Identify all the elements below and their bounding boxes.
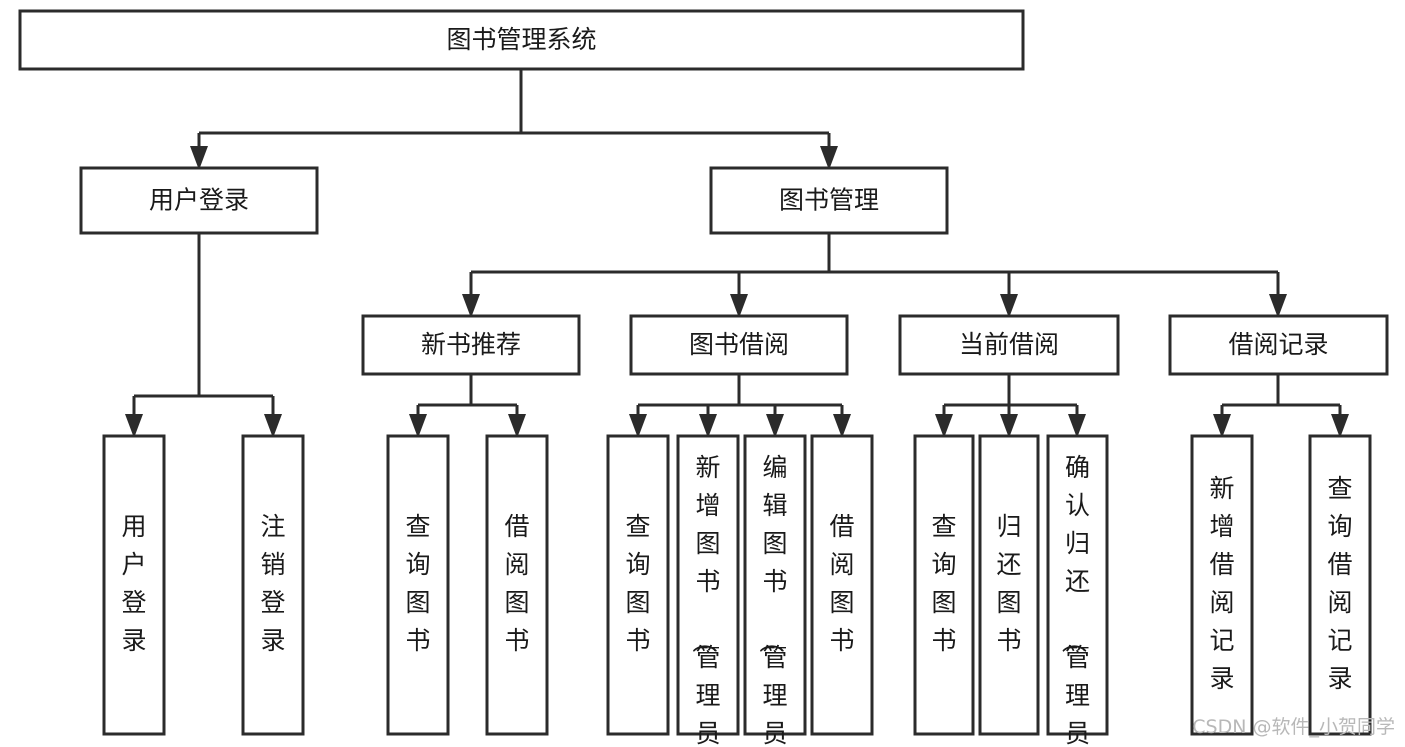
leaf-box[interactable] (810, 434, 874, 736)
arrow-head-icon (629, 414, 647, 438)
leaf-box[interactable] (102, 434, 166, 736)
arrow-head-icon (935, 414, 953, 438)
leaf-新增图书-管理员[interactable]: 新增图书（管理员） (676, 434, 740, 747)
leaf-box[interactable] (1190, 434, 1254, 736)
leaf-box[interactable] (1308, 434, 1372, 736)
node-label: 用户登录 (149, 186, 249, 215)
leaf-新增借阅记录[interactable]: 新增借阅记录 (1190, 434, 1254, 736)
arrow-head-icon (1000, 294, 1018, 318)
node-level3-图书借阅[interactable]: 图书借阅 (629, 314, 849, 376)
leaf-查询借阅记录[interactable]: 查询借阅记录 (1308, 434, 1372, 736)
leaf-box[interactable] (676, 434, 740, 736)
leaf-box[interactable] (978, 434, 1040, 736)
leaf-label: 新增借阅记录 (1209, 474, 1234, 693)
leaf-用户登录[interactable]: 用户登录 (102, 434, 166, 736)
node-box[interactable] (361, 314, 581, 376)
node-level3-当前借阅[interactable]: 当前借阅 (898, 314, 1120, 376)
node-label: 当前借阅 (959, 330, 1059, 359)
leaf-label: 查询图书 (931, 512, 956, 655)
arrow-head-icon (766, 414, 784, 438)
leaf-归还图书[interactable]: 归还图书 (978, 434, 1040, 736)
arrow-head-icon (264, 414, 282, 438)
node-label: 图书借阅 (689, 330, 789, 359)
leaf-查询图书[interactable]: 查询图书 (606, 434, 670, 736)
leaf-box[interactable] (1046, 434, 1109, 736)
leaf-注销登录[interactable]: 注销登录 (241, 434, 305, 736)
connector-group-current-to-leaves (935, 374, 1086, 438)
node-level2-用户登录[interactable]: 用户登录 (79, 166, 319, 235)
arrow-head-icon (730, 294, 748, 318)
connector-group-root-to-level2 (190, 69, 838, 170)
leaf-借阅图书[interactable]: 借阅图书 (810, 434, 874, 736)
arrow-head-icon (190, 146, 208, 170)
arrow-head-icon (699, 414, 717, 438)
node-box[interactable] (18, 9, 1025, 71)
node-label: 借阅记录 (1228, 330, 1328, 359)
leaf-label: 借阅图书 (829, 512, 854, 655)
leaf-box[interactable] (606, 434, 670, 736)
leaf-label: 查询借阅记录 (1327, 474, 1352, 693)
arrow-head-icon (1000, 414, 1018, 438)
node-level2-图书管理[interactable]: 图书管理 (709, 166, 949, 235)
leaf-查询图书[interactable]: 查询图书 (386, 434, 450, 736)
node-root-图书管理系统[interactable]: 图书管理系统 (18, 9, 1025, 71)
arrow-head-icon (1269, 294, 1287, 318)
csdn-watermark: CSDN @软件_小贺同学 (1192, 716, 1395, 738)
leaf-确认归还-管理员[interactable]: 确认归还（管理员） (1046, 434, 1109, 747)
arrow-head-icon (125, 414, 143, 438)
leaf-box[interactable] (485, 434, 549, 736)
arrow-head-icon (833, 414, 851, 438)
arrow-head-icon (1213, 414, 1231, 438)
leaf-label: 查询图书 (405, 512, 430, 655)
leaf-box[interactable] (913, 434, 975, 736)
node-box[interactable] (1168, 314, 1389, 376)
leaf-label: 借阅图书 (504, 512, 529, 655)
leaf-label: 新增图书（管理员） (689, 453, 720, 747)
leaf-label: 用户登录 (121, 512, 146, 655)
node-level3-新书推荐[interactable]: 新书推荐 (361, 314, 581, 376)
node-box[interactable] (898, 314, 1120, 376)
node-label: 新书推荐 (421, 330, 521, 359)
arrow-head-icon (508, 414, 526, 438)
connector-group-record-to-leaves (1213, 374, 1349, 438)
leaf-label: 确认归还（管理员） (1059, 453, 1090, 747)
connector-layer (125, 69, 1349, 438)
connector-group-newbook-to-leaves (409, 374, 526, 438)
node-label: 图书管理 (779, 186, 879, 215)
leaf-label: 编辑图书（管理员） (756, 453, 787, 747)
node-box[interactable] (79, 166, 319, 235)
node-box[interactable] (709, 166, 949, 235)
leaf-借阅图书[interactable]: 借阅图书 (485, 434, 549, 736)
arrow-head-icon (1068, 414, 1086, 438)
leaf-label: 注销登录 (260, 512, 285, 655)
arrow-head-icon (409, 414, 427, 438)
node-box[interactable] (629, 314, 849, 376)
leaf-编辑图书-管理员[interactable]: 编辑图书（管理员） (743, 434, 807, 747)
leaf-box[interactable] (241, 434, 305, 736)
arrow-head-icon (820, 146, 838, 170)
connector-group-books-to-modules (462, 233, 1287, 318)
node-label: 图书管理系统 (446, 25, 596, 54)
arrow-head-icon (1331, 414, 1349, 438)
leaf-box[interactable] (386, 434, 450, 736)
arrow-head-icon (462, 294, 480, 318)
leaf-查询图书[interactable]: 查询图书 (913, 434, 975, 736)
node-layer: 图书管理系统用户登录图书管理新书推荐图书借阅当前借阅借阅记录用户登录注销登录查询… (18, 9, 1389, 747)
connector-group-borrow-to-leaves (629, 374, 851, 438)
leaf-label: 归还图书 (996, 512, 1021, 655)
leaf-label: 查询图书 (625, 512, 650, 655)
node-level3-借阅记录[interactable]: 借阅记录 (1168, 314, 1389, 376)
connector-group-login-to-leaves (125, 233, 282, 438)
leaf-box[interactable] (743, 434, 807, 736)
